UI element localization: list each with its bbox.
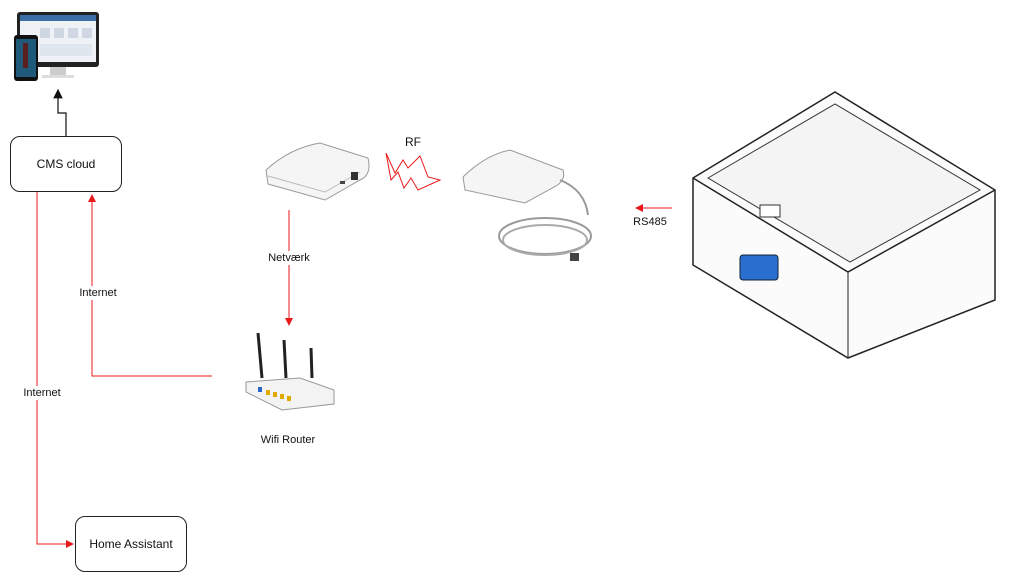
- internet-label-router: Internet: [79, 286, 117, 300]
- cms-cloud-node[interactable]: CMS cloud: [10, 136, 122, 192]
- router-to-cms-line: [88, 194, 212, 377]
- cms-to-home-assistant-line: [36, 191, 74, 548]
- network-label: Netværk: [268, 251, 310, 265]
- rf-label: RF: [405, 134, 421, 150]
- tank-unit-image: [692, 91, 996, 359]
- rf-zigzag-icon: [385, 152, 442, 191]
- internet-label-ha: Internet: [23, 386, 61, 400]
- rf-sensor-image: [462, 149, 592, 261]
- home-assistant-label: Home Assistant: [89, 537, 173, 551]
- wifi-router-label: Wifi Router: [260, 433, 316, 447]
- rs485-label: RS485: [633, 215, 667, 229]
- wifi-router-image: [245, 332, 335, 411]
- dashboard-devices-image: [14, 12, 99, 81]
- gateway-device-image: [265, 142, 370, 201]
- cms-cloud-label: CMS cloud: [36, 157, 96, 171]
- home-assistant-node[interactable]: Home Assistant: [75, 516, 187, 572]
- cms-to-dashboard-arrow: [53, 88, 67, 136]
